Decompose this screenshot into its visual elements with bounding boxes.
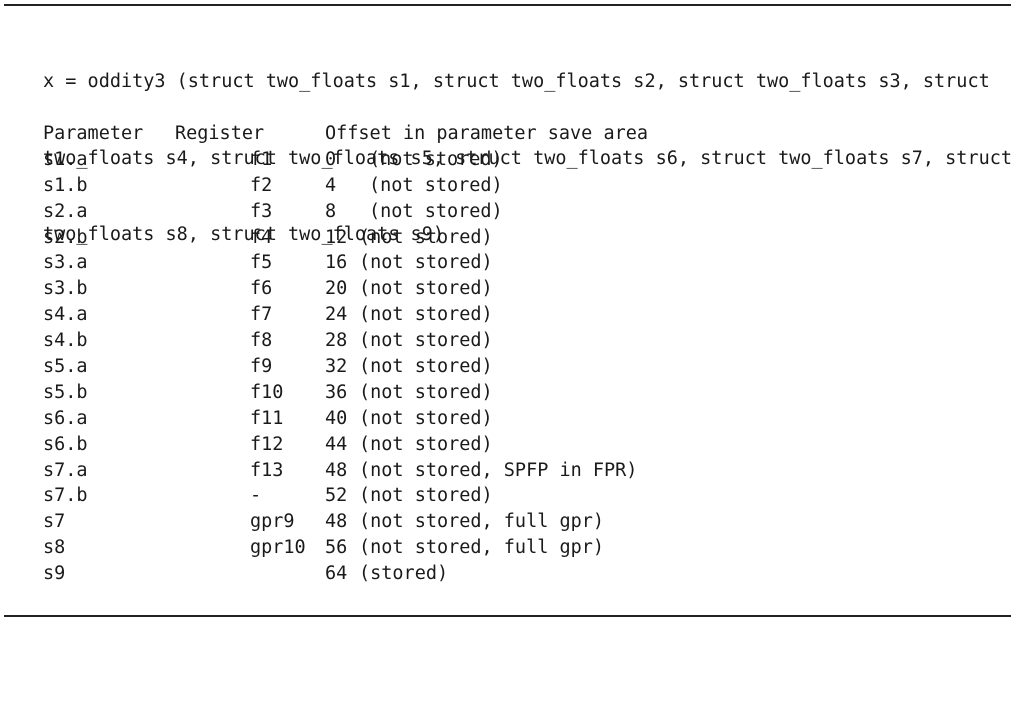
- offset-cell: 4: [325, 174, 337, 196]
- offset-cell: 44: [325, 433, 348, 455]
- header-parameter: Parameter: [43, 123, 144, 144]
- bottom-rule: [4, 615, 1011, 617]
- note-cell: (not stored, full gpr): [359, 511, 605, 533]
- parameter-cell: s4.a: [43, 304, 88, 326]
- register-cell: f1: [250, 148, 273, 170]
- register-cell: f2: [250, 174, 273, 196]
- table-header-row: Parameter Register Offset in parameter s…: [43, 121, 983, 147]
- parameter-table: Parameter Register Offset in parameter s…: [43, 121, 983, 587]
- offset-cell: 0: [325, 148, 337, 170]
- note-cell: (not stored): [359, 226, 493, 248]
- register-cell: f8: [250, 330, 273, 352]
- top-rule: [4, 4, 1011, 6]
- parameter-cell: s1.a: [43, 148, 88, 170]
- offset-cell: 48: [325, 459, 348, 481]
- register-cell: f12: [250, 433, 284, 455]
- register-cell: f4: [250, 226, 273, 248]
- parameter-cell: s7.b: [43, 485, 88, 507]
- table-row: s3.a f5 16 (not stored): [43, 250, 983, 276]
- note-cell: (not stored): [359, 485, 493, 507]
- parameter-cell: s7.a: [43, 459, 88, 481]
- register-cell: f9: [250, 356, 273, 378]
- offset-cell: 28: [325, 330, 348, 352]
- parameter-cell: s6.b: [43, 433, 88, 455]
- note-cell: (not stored): [369, 174, 503, 196]
- parameter-cell: s6.a: [43, 407, 88, 429]
- note-cell: (not stored): [359, 356, 493, 378]
- register-cell: -: [250, 485, 262, 507]
- note-cell: (not stored): [369, 148, 503, 170]
- parameter-cell: s4.b: [43, 330, 88, 352]
- header-offset: Offset in parameter save area: [325, 123, 649, 144]
- parameter-cell: s3.b: [43, 278, 88, 300]
- offset-cell: 16: [325, 252, 348, 274]
- register-cell: f3: [250, 200, 273, 222]
- note-cell: (not stored): [359, 381, 493, 403]
- offset-cell: 12: [325, 226, 348, 248]
- table-row: s1.b f2 4 (not stored): [43, 173, 983, 199]
- table-row: s2.a f3 8 (not stored): [43, 199, 983, 225]
- table-row: s5.a f9 32 (not stored): [43, 354, 983, 380]
- register-cell: f5: [250, 252, 273, 274]
- note-cell: (not stored): [359, 304, 493, 326]
- note-cell: (not stored, full gpr): [359, 537, 605, 559]
- table-row: s8 gpr10 56 (not stored, full gpr): [43, 535, 983, 561]
- table-row: s5.b f10 36 (not stored): [43, 380, 983, 406]
- offset-cell: 52: [325, 485, 348, 507]
- parameter-cell: s9: [43, 563, 66, 585]
- parameter-cell: s2.b: [43, 226, 88, 248]
- table-row: s4.a f7 24 (not stored): [43, 302, 983, 328]
- offset-cell: 8: [325, 200, 337, 222]
- offset-cell: 40: [325, 407, 348, 429]
- table-row: s2.b f4 12 (not stored): [43, 225, 983, 251]
- offset-cell: 32: [325, 356, 348, 378]
- offset-cell: 48: [325, 511, 348, 533]
- note-cell: (not stored, SPFP in FPR): [359, 459, 638, 481]
- offset-cell: 64: [325, 563, 348, 585]
- offset-cell: 56: [325, 537, 348, 559]
- parameter-cell: s5.a: [43, 356, 88, 378]
- register-cell: f11: [250, 407, 284, 429]
- parameter-cell: s8: [43, 537, 66, 559]
- register-cell: f7: [250, 304, 273, 326]
- signature-line: two_floats s4, struct two_floats s5, str…: [43, 147, 1013, 169]
- register-cell: f10: [250, 381, 284, 403]
- note-cell: (not stored): [359, 278, 493, 300]
- offset-cell: 20: [325, 278, 348, 300]
- table-row: s7.a f13 48 (not stored, SPFP in FPR): [43, 458, 983, 484]
- table-row: s1.a f1 0 (not stored): [43, 147, 983, 173]
- register-cell: f13: [250, 459, 284, 481]
- parameter-cell: s7: [43, 511, 66, 533]
- note-cell: (not stored): [359, 330, 493, 352]
- offset-cell: 24: [325, 304, 348, 326]
- parameter-cell: s3.a: [43, 252, 88, 274]
- register-cell: f6: [250, 278, 273, 300]
- table-row: s7.b - 52 (not stored): [43, 483, 983, 509]
- parameter-cell: s2.a: [43, 200, 88, 222]
- parameter-cell: s1.b: [43, 174, 88, 196]
- table-row: s7 gpr9 48 (not stored, full gpr): [43, 509, 983, 535]
- function-signature: x = oddity3 (struct two_floats s1, struc…: [43, 18, 1013, 273]
- table-row: s9 64 (stored): [43, 561, 983, 587]
- register-cell: gpr9: [250, 511, 295, 533]
- signature-line: x = oddity3 (struct two_floats s1, struc…: [43, 71, 990, 92]
- register-cell: gpr10: [250, 537, 306, 559]
- note-cell: (not stored): [359, 433, 493, 455]
- parameter-cell: s5.b: [43, 381, 88, 403]
- note-cell: (not stored): [359, 252, 493, 274]
- note-cell: (stored): [359, 563, 449, 585]
- table-row: s4.b f8 28 (not stored): [43, 328, 983, 354]
- offset-cell: 36: [325, 381, 348, 403]
- note-cell: (not stored): [369, 200, 503, 222]
- header-register: Register: [175, 123, 265, 144]
- table-row: s3.b f6 20 (not stored): [43, 276, 983, 302]
- table-row: s6.a f11 40 (not stored): [43, 406, 983, 432]
- signature-line: two_floats s8, struct two_floats s9): [43, 224, 444, 245]
- table-row: s6.b f12 44 (not stored): [43, 432, 983, 458]
- note-cell: (not stored): [359, 407, 493, 429]
